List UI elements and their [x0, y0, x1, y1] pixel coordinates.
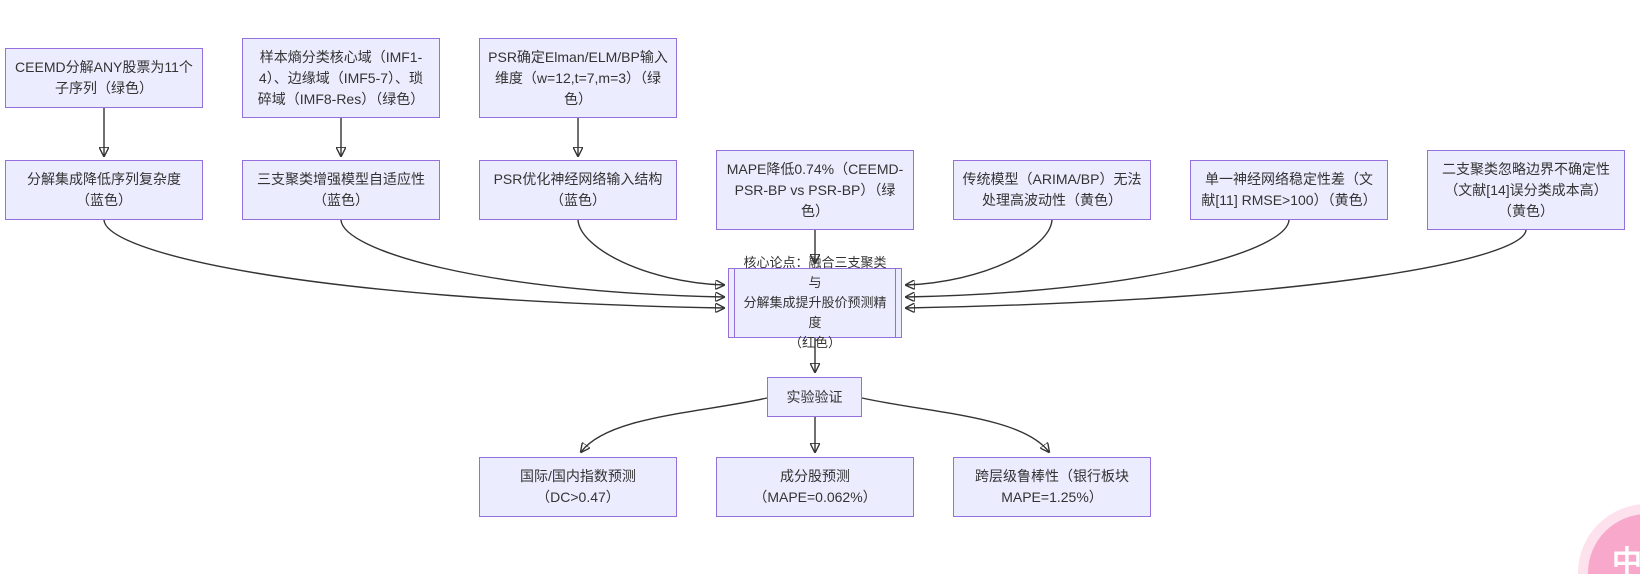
node-mape-reduction: MAPE降低0.74%（CEEMD- PSR-BP vs PSR-BP）（绿 色…: [716, 150, 914, 230]
node-two-way-clustering: 二支聚类忽略边界不确定性 （文献[14]误分类成本高） （黄色）: [1427, 150, 1625, 230]
edge-psropt-core: [577, 219, 724, 285]
edge-trad-core: [906, 219, 1053, 285]
node-traditional-models: 传统模型（ARIMA/BP）无法 处理高波动性（黄色）: [953, 160, 1151, 220]
node-ceemd-decomposition: CEEMD分解ANY股票为11个 子序列（绿色）: [5, 48, 203, 108]
node-single-network: 单一神经网络稳定性差（文 献[11] RMSE>100）（黄色）: [1190, 160, 1388, 220]
translate-badge[interactable]: 中/A: [1588, 514, 1640, 574]
edge-exp-robust: [861, 397, 1049, 452]
translate-badge-label: 中/A: [1612, 546, 1640, 574]
node-experimental-validation: 实验验证: [767, 377, 862, 417]
edge-single-core: [906, 219, 1290, 297]
node-psr-input-dimension: PSR确定Elman/ELM/BP输入 维度（w=12,t=7,m=3）（绿 色…: [479, 38, 677, 118]
node-cross-level-robustness: 跨层级鲁棒性（银行板块 MAPE=1.25%）: [953, 457, 1151, 517]
edge-threeway-core: [340, 219, 724, 297]
node-core-thesis: 核心论点：融合三支聚类与 分解集成提升股价预测精度 （红色）: [728, 255, 902, 350]
edge-decomp-core: [103, 219, 724, 308]
edge-exp-index: [581, 397, 768, 452]
node-stock-prediction: 成分股预测 （MAPE=0.062%）: [716, 457, 914, 517]
edge-twoway-core: [906, 229, 1527, 308]
node-decomposition-benefit: 分解集成降低序列复杂度 （蓝色）: [5, 160, 203, 220]
node-sample-entropy: 样本熵分类核心域（IMF1- 4）、边缘域（IMF5-7）、琐 碎域（IMF8-…: [242, 38, 440, 118]
node-three-way-clustering: 三支聚类增强模型自适应性 （蓝色）: [242, 160, 440, 220]
node-index-prediction: 国际/国内指数预测 （DC>0.47）: [479, 457, 677, 517]
node-psr-optimization: PSR优化神经网络输入结构 （蓝色）: [479, 160, 677, 220]
node-core-thesis-label: 核心论点：融合三支聚类与 分解集成提升股价预测精度 （红色）: [743, 255, 887, 350]
